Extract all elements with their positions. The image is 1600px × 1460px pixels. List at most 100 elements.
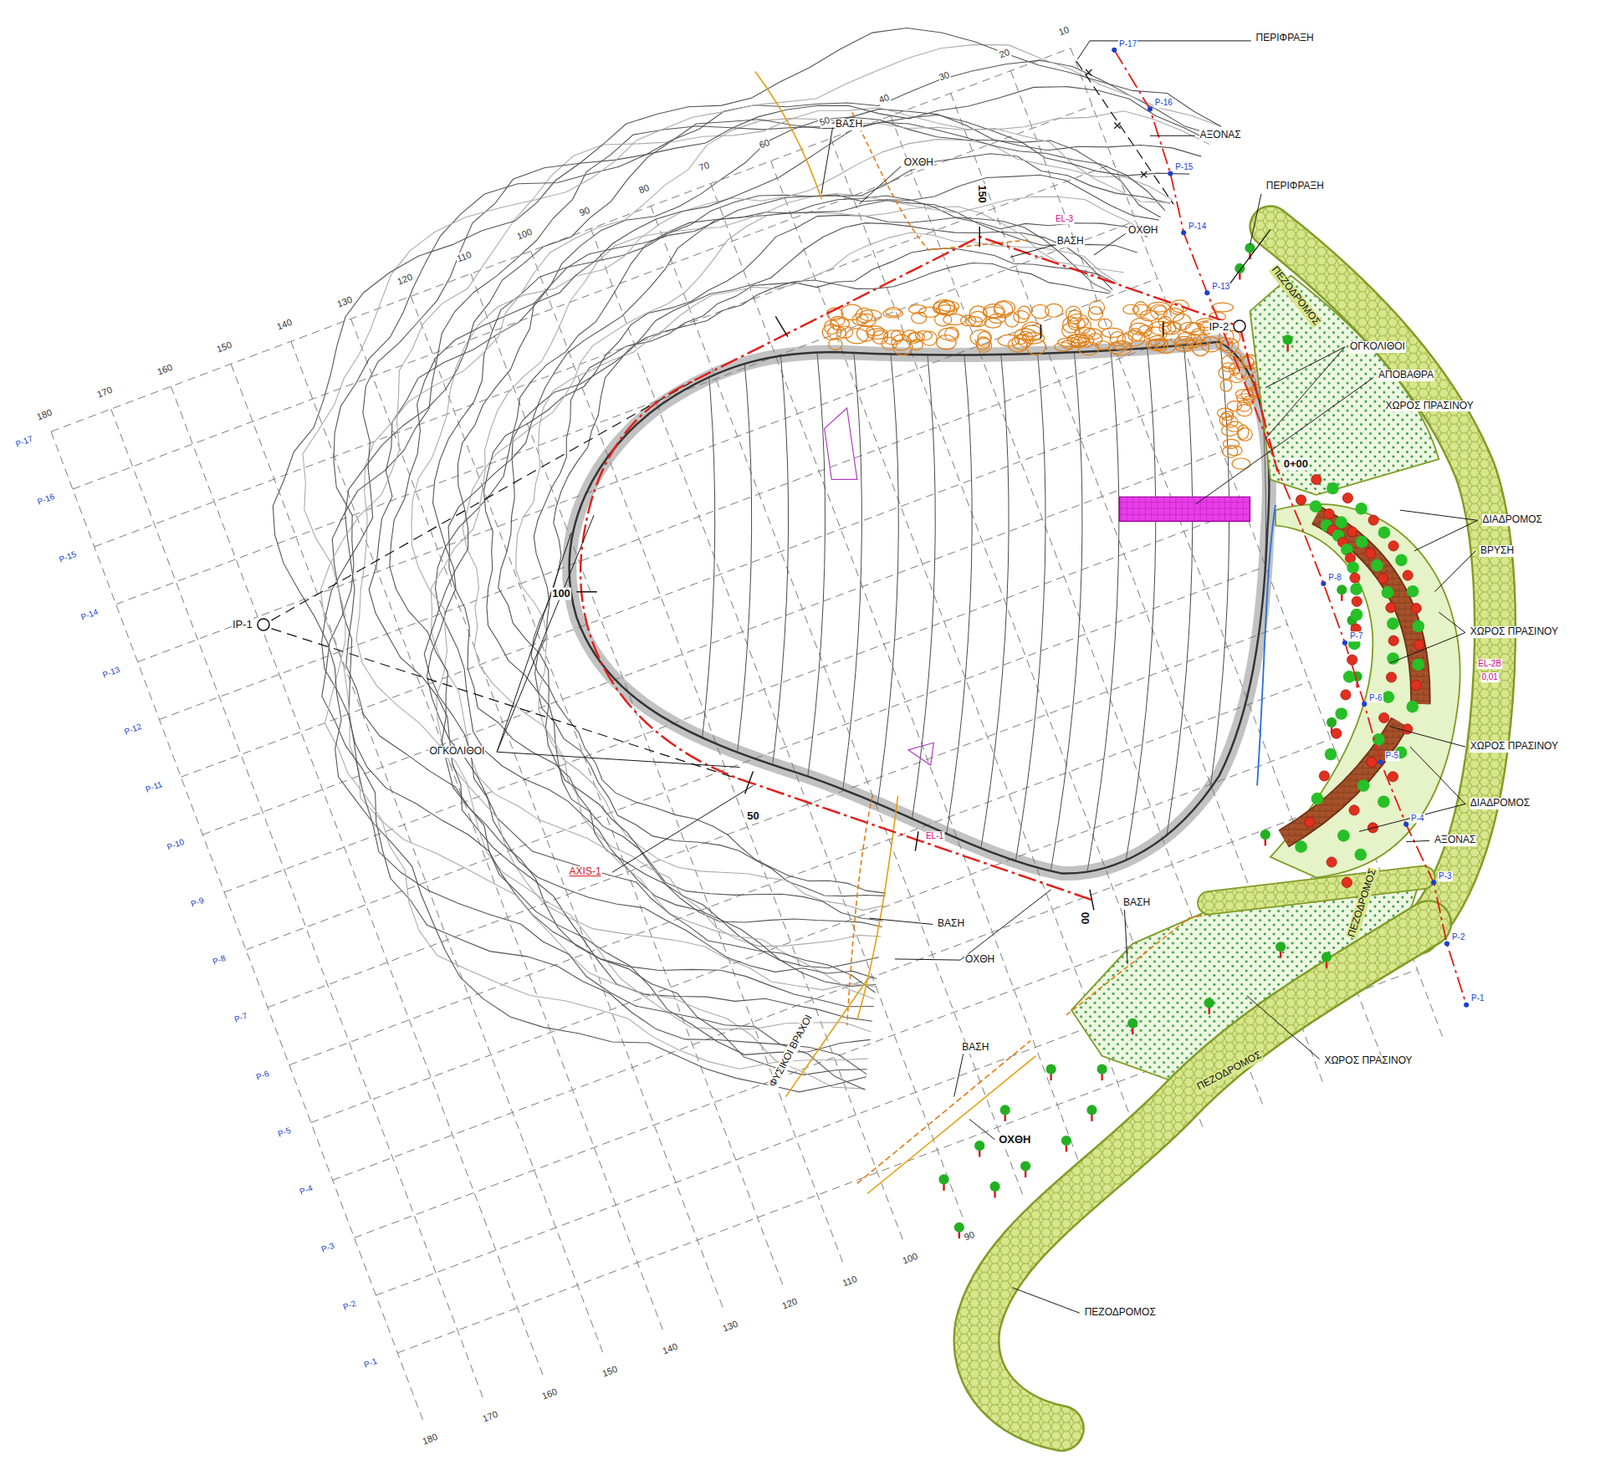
pond-slope-lines <box>678 326 1266 898</box>
station-label: P-5 <box>1385 751 1401 762</box>
boulder <box>1109 341 1132 357</box>
tree-crown <box>1321 951 1332 962</box>
green-shrub <box>1354 502 1368 516</box>
green-shrub <box>1326 482 1340 496</box>
boulder <box>961 315 977 327</box>
boulder <box>1237 404 1253 417</box>
map-label: ΟΧΘΗ <box>1127 224 1159 237</box>
boulder <box>827 326 846 340</box>
boulder <box>938 301 960 312</box>
boulder <box>1233 367 1246 379</box>
station-label: P-14 <box>1187 221 1207 232</box>
grid-number: 180 <box>35 406 56 423</box>
red-shrub <box>1347 526 1358 537</box>
tree-crown <box>1283 334 1294 345</box>
slope-line <box>1082 326 1119 898</box>
boulder <box>1098 318 1112 329</box>
red-shrub <box>1341 877 1352 888</box>
tree-crown <box>974 1140 985 1151</box>
red-shrub <box>1414 639 1425 650</box>
green-shrub <box>1324 748 1338 762</box>
red-shrub <box>1379 712 1390 723</box>
station-label: P-3 <box>1437 871 1453 882</box>
contour-line <box>426 153 1170 980</box>
green-shrub <box>1354 848 1367 862</box>
red-shrub <box>1331 728 1342 739</box>
ip-circle <box>1231 318 1248 334</box>
jetty <box>1119 496 1250 522</box>
grid-number: 90 <box>961 1228 977 1243</box>
map-label: ΧΩΡΟΣ ΠΡΑΣΙΝΟΥ <box>1385 400 1475 413</box>
boulder <box>1134 301 1148 318</box>
station-label: P-5 <box>276 1125 293 1140</box>
grid-line <box>351 318 726 1312</box>
station-label: P-15 <box>1174 162 1194 173</box>
station-label: P-2 <box>340 1298 358 1314</box>
map-label: 50 <box>746 810 760 824</box>
tree-crown <box>1336 584 1347 595</box>
green-shrub <box>1370 559 1384 573</box>
grid-line <box>710 183 1085 1176</box>
contour-line <box>302 44 1222 1069</box>
boulder <box>909 332 926 342</box>
red-shrub <box>1347 654 1358 665</box>
boulder <box>1031 304 1049 319</box>
boulder <box>1219 413 1232 427</box>
map-label: EL-1 <box>925 832 945 843</box>
slope-line <box>788 326 825 898</box>
grid-number: 90 <box>577 204 593 219</box>
green-shrub <box>1406 585 1420 599</box>
boulder <box>1062 322 1080 338</box>
boulder <box>1130 317 1153 333</box>
contour-line <box>411 139 1173 991</box>
boulder <box>1220 379 1232 392</box>
station-label: P-6 <box>1368 693 1384 704</box>
grid-number: 70 <box>696 158 712 174</box>
boulder <box>919 306 941 317</box>
tree-crown <box>1260 829 1271 840</box>
grid-line <box>111 408 486 1402</box>
station-label: P-13 <box>1211 281 1231 292</box>
contour-line <box>516 232 1118 911</box>
red-shrub <box>1351 596 1362 607</box>
red-shrub <box>1340 690 1351 701</box>
green-shrub <box>1350 608 1364 622</box>
tangent-lines <box>271 379 754 784</box>
boulder <box>945 327 960 342</box>
green-shrub <box>1334 516 1348 529</box>
red-shrub <box>1342 492 1353 503</box>
grid-number: 100 <box>899 1250 921 1267</box>
contour-line <box>322 60 1216 1074</box>
map-label: ΟΓΚΟΛΙΘΟΙ <box>428 746 486 758</box>
tree-crown <box>1275 941 1286 952</box>
map-label: ΠΕΖΟΔΡΟΜΟΣ <box>1345 866 1380 940</box>
green-shrub <box>1412 620 1426 634</box>
contour-line <box>368 117 1161 1022</box>
boulder <box>1095 341 1110 350</box>
boulder <box>966 316 983 328</box>
grid-number: 30 <box>936 69 952 84</box>
station-label: P-16 <box>35 491 57 508</box>
station-label: P-8 <box>210 952 228 967</box>
map-label: ΒΑΣΗ <box>936 918 966 931</box>
map-label: ΠΕΡΙΦΡΑΞΗ <box>1255 32 1315 45</box>
map-label: ΔΙΑΔΡΟΜΟΣ <box>1482 514 1544 527</box>
leader-lines <box>496 40 1478 1314</box>
tree-crown <box>1326 717 1337 728</box>
grid-line <box>51 431 425 1425</box>
boulder <box>936 335 956 351</box>
map-label: ΧΩΡΟΣ ΠΡΑΣΙΝΟΥ <box>1469 741 1560 753</box>
boulder <box>1146 338 1169 351</box>
tree-crown <box>938 1174 949 1185</box>
red-shrub <box>1349 572 1360 583</box>
boulder <box>841 304 863 321</box>
station-label: P-17 <box>13 434 36 450</box>
tree-crown <box>1046 1064 1057 1075</box>
grid-number: 110 <box>454 248 475 265</box>
boulder <box>852 313 869 326</box>
boulder <box>1054 342 1074 352</box>
grid-number: 60 <box>756 136 772 151</box>
station-label: P-7 <box>1349 632 1365 643</box>
red-shrub <box>1366 756 1377 767</box>
